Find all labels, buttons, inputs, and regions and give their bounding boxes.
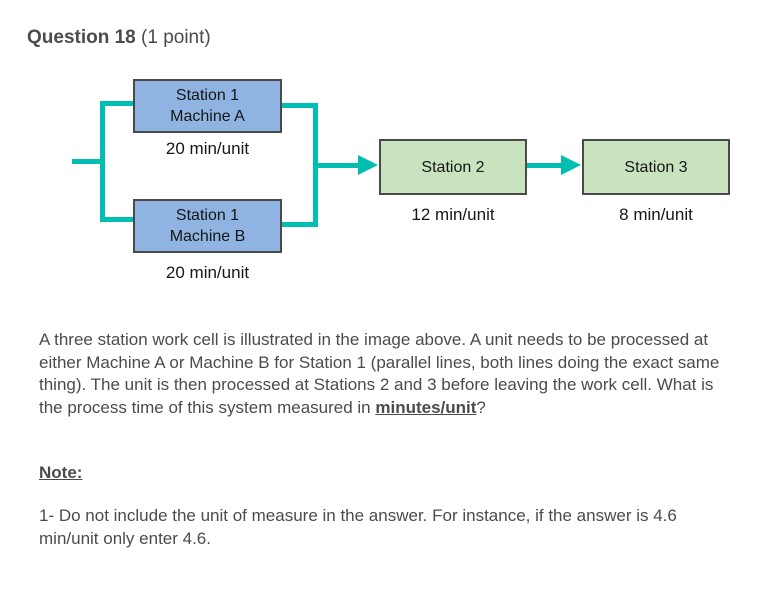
arrow-right-icon (358, 155, 378, 175)
station-2-box: Station 2 (379, 139, 527, 195)
arrow-to-station3-shaft (527, 163, 563, 168)
station-3-box: Station 3 (582, 139, 730, 195)
station-1-machine-a-box: Station 1 Machine A (133, 79, 282, 133)
note-heading: Note: (39, 463, 83, 482)
question-points: (1 point) (141, 27, 211, 48)
station-box-label: Station 3 (624, 158, 688, 176)
station-box-label: Station 1 (175, 87, 240, 104)
connector-to-machine-b (100, 217, 136, 222)
station-1-machine-b-box: Station 1 Machine B (133, 199, 282, 253)
question-text-emphasis: minutes/unit (375, 397, 477, 417)
connector-from-machine-b (280, 222, 318, 227)
station-box-label: Station 2 (421, 158, 485, 176)
note-item: 1- Do not include the unit of measure in… (39, 506, 677, 548)
connector-from-machine-a (280, 103, 318, 108)
station-3-rate: 8 min/unit (619, 205, 693, 224)
question-text: A three station work cell is illustrated… (39, 329, 736, 419)
connector-entry-stub (72, 159, 105, 164)
connector-to-machine-a (100, 101, 136, 106)
question-text-main: A three station work cell is illustrated… (39, 330, 720, 417)
station-1-machine-b-rate: 20 min/unit (165, 263, 250, 282)
question-text-suffix: ? (476, 397, 486, 417)
arrow-right-icon (561, 155, 581, 175)
station-2-rate: 12 min/unit (411, 205, 495, 224)
work-cell-diagram: Station 1 Machine A 20 min/unit Station … (72, 79, 730, 282)
station-box-label: Station 1 (175, 207, 240, 224)
connector-split-vertical (100, 101, 105, 222)
station-box-label: Machine A (170, 108, 245, 125)
question-title: Question 18 (27, 27, 136, 48)
station-1-machine-a-rate: 20 min/unit (165, 139, 250, 158)
question-header: Question 18 (1 point) (27, 27, 211, 49)
arrow-to-station2-shaft (313, 163, 360, 168)
station-box-label: Machine B (169, 228, 246, 245)
